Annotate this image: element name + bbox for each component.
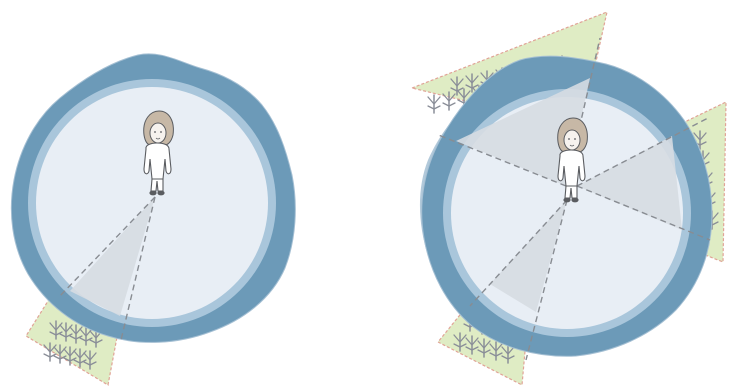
person-body <box>558 150 585 186</box>
single-view-panel <box>11 54 295 385</box>
person-face <box>564 130 580 150</box>
tree-icon <box>428 95 440 113</box>
multiple-views-panel <box>412 12 726 385</box>
person-body <box>144 143 171 179</box>
person-face <box>150 123 166 143</box>
